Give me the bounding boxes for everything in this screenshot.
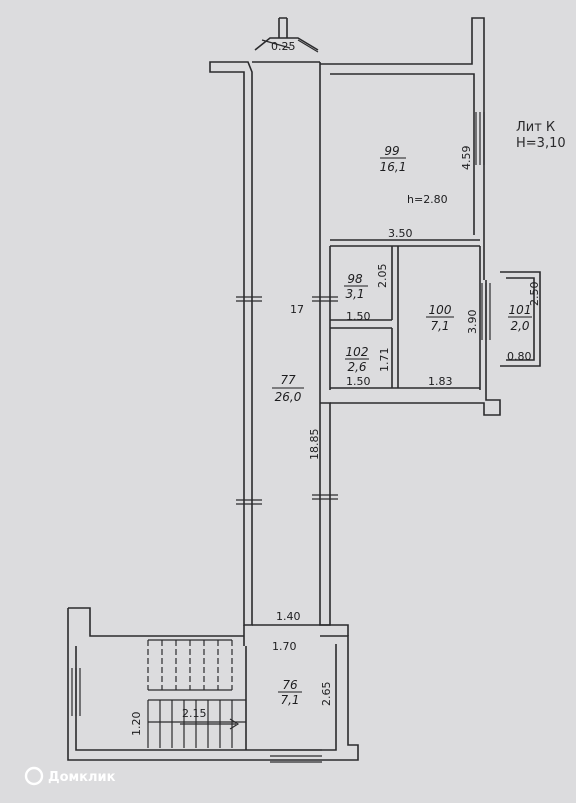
window-stair [71, 668, 81, 716]
room-99-number: 99 [384, 144, 399, 158]
watermark: Домклик [24, 766, 116, 786]
walls [67, 17, 541, 761]
corridor-number: 17 [290, 303, 304, 316]
dim-top-opening: 0.25 [271, 40, 296, 53]
top-diagonals [261, 39, 319, 53]
litera-block: Лит К H=3,10 [516, 120, 566, 151]
room-102-number: 102 [346, 345, 369, 359]
top-vent-pipe [278, 17, 288, 38]
room-100-number: 100 [429, 303, 452, 317]
corridor-left-wall [209, 61, 253, 626]
neck-walls [243, 624, 349, 646]
dim-r76-width: 1.70 [272, 640, 297, 653]
stair-top-wall [68, 607, 244, 637]
room-77-area: 26,0 [275, 390, 302, 404]
stair-arrow [180, 718, 240, 730]
dim-r100-height: 3.90 [466, 310, 479, 335]
tick-left-2 [236, 499, 262, 505]
dim-r76-height: 2.65 [320, 682, 333, 707]
room-99-area: 16,1 [380, 160, 407, 174]
dim-r99-width: 3.50 [388, 227, 413, 240]
room-76-number: 76 [282, 678, 298, 692]
tick-left-1 [236, 296, 262, 302]
corridor-right-wall [319, 62, 331, 626]
windows [71, 112, 491, 763]
litera-name: Лит К [516, 120, 555, 135]
dim-r102-width: 1.50 [346, 375, 371, 388]
partition-102 [330, 328, 480, 389]
dim-r102-height: 1.71 [378, 348, 391, 373]
room-102-area: 2,6 [347, 360, 366, 374]
dim-r101-height: 2.50 [528, 282, 541, 307]
balcony-101-outline [500, 271, 541, 367]
balcony-101-inner [506, 277, 535, 361]
dimension-labels: 0.25 4.59 h=2.80 3.50 2.05 17 1.50 3.90 … [130, 40, 541, 736]
tick-right-2 [312, 494, 338, 500]
staircase [147, 639, 246, 748]
room-99-inner-wall [330, 73, 475, 235]
room-99-bottom-wall [330, 239, 480, 247]
room-98-area: 3,1 [345, 287, 364, 301]
ceiling-height: h=2.80 [407, 193, 448, 206]
dim-neck-width: 1.40 [276, 610, 301, 623]
dim-stair-depth: 1.20 [130, 712, 143, 737]
entrance-steps [270, 749, 322, 763]
room-99-outer-wall [320, 17, 485, 280]
room-76-area: 7,1 [280, 693, 299, 707]
top-vent-outline [254, 37, 319, 51]
dim-r98-height: 2.05 [376, 264, 389, 289]
watermark-text: Домклик [48, 770, 116, 785]
window-room-100 [481, 283, 491, 340]
dim-stair-width: 2.15 [182, 707, 207, 720]
dim-r98-width: 1.50 [346, 310, 371, 323]
tick-right-1 [312, 296, 338, 302]
stair-upper-frame [148, 639, 232, 691]
room-100-area: 7,1 [430, 319, 449, 333]
watermark-logo-icon [24, 766, 44, 786]
dim-corridor-length: 18.85 [308, 429, 321, 461]
wall-ticks [236, 39, 338, 505]
partition-98-100 [329, 246, 399, 390]
room-101-number: 101 [509, 303, 532, 317]
room-101-area: 2,0 [510, 319, 529, 333]
partition-98-102 [330, 319, 392, 329]
window-room-99 [475, 112, 485, 165]
room-98-number: 98 [347, 272, 363, 286]
dim-r99-height: 4.59 [460, 146, 473, 171]
room-77-number: 77 [280, 373, 296, 387]
stair-lower-frame [148, 699, 246, 723]
dim-r101-width: 0.80 [507, 350, 532, 363]
dim-r100-width: 1.83 [428, 375, 453, 388]
litera-height: H=3,10 [516, 136, 566, 151]
room-100-walls [330, 246, 501, 416]
room-labels: 99 16,1 98 3,1 100 7,1 101 2,0 102 2,6 7… [272, 144, 532, 707]
